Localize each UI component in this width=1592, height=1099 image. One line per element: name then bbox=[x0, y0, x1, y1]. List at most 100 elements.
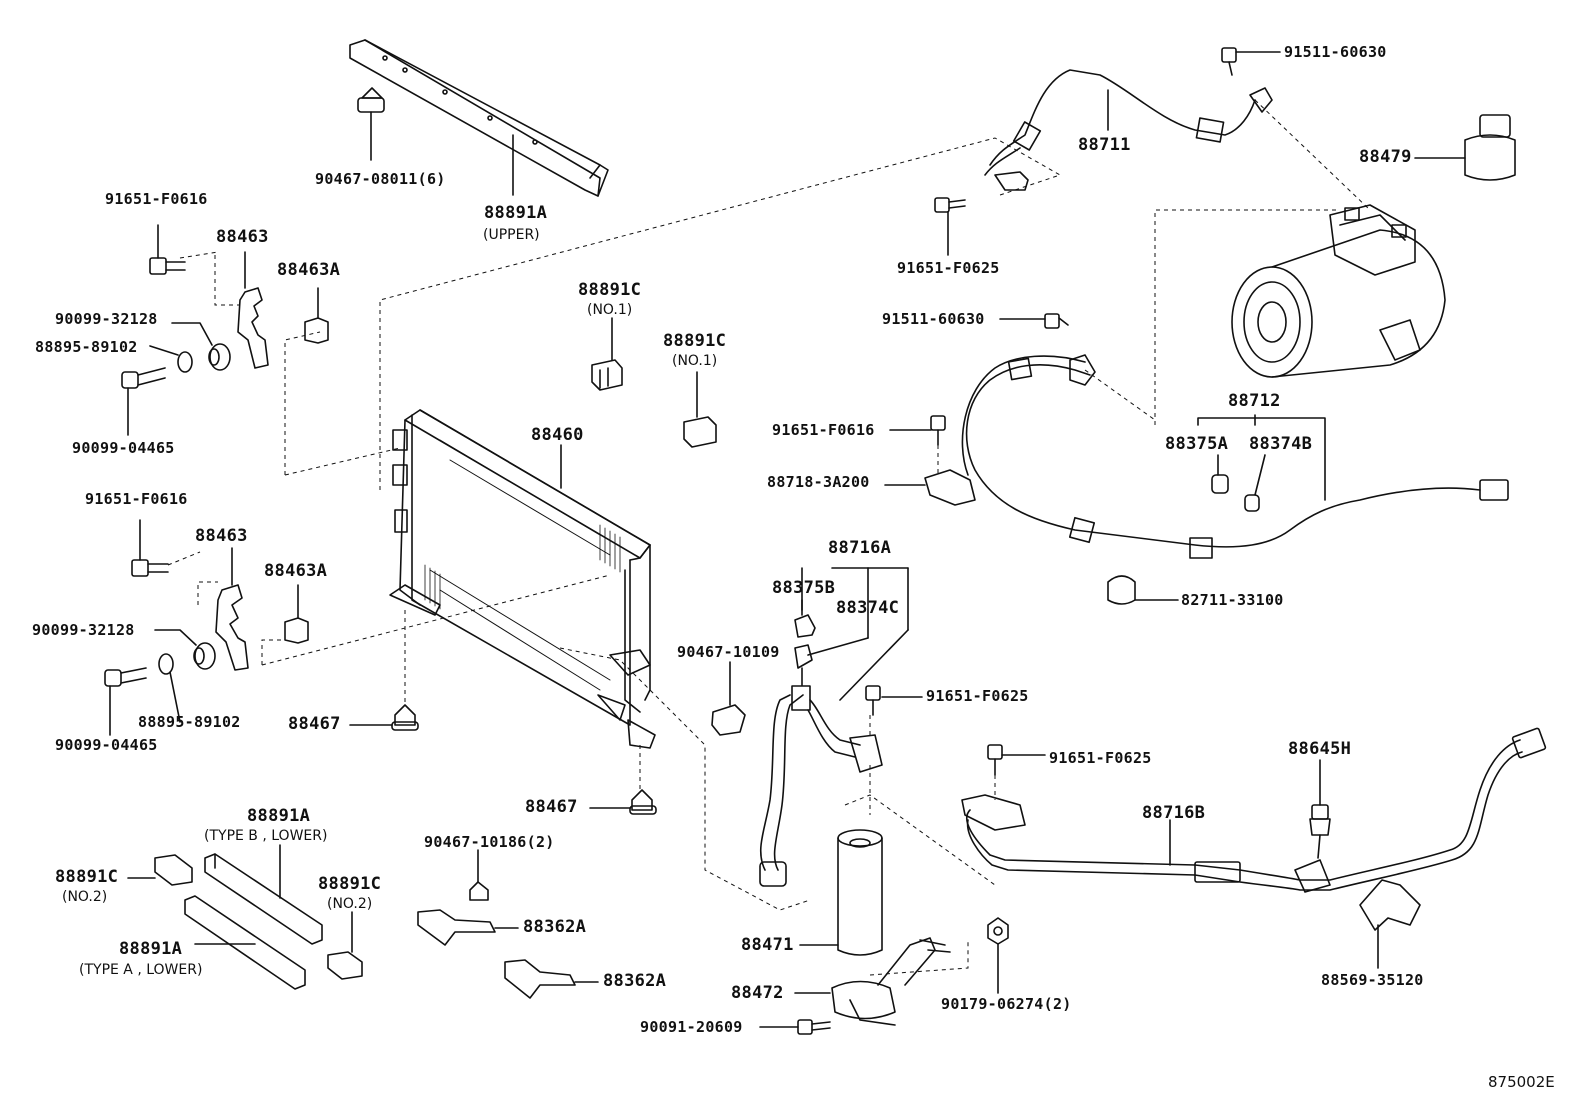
label-90099-32128-b: 90099-32128 bbox=[32, 621, 135, 639]
label-88463-a: 88463 bbox=[216, 227, 269, 247]
label-91651-F0616-c: 91651-F0616 bbox=[772, 421, 875, 439]
label-no2-b: (NO.2) bbox=[327, 896, 373, 912]
label-88891C-no2-a: 88891C bbox=[55, 867, 119, 887]
label-88891A-typeB: 88891A bbox=[247, 806, 311, 826]
label-88891C-no2-b: 88891C bbox=[318, 874, 382, 894]
label-90467-10186: 90467-10186(2) bbox=[424, 833, 555, 851]
lower-support-type-a bbox=[184, 895, 306, 990]
label-91511-60630-a: 91511-60630 bbox=[1284, 43, 1387, 61]
label-88716B: 88716B bbox=[1142, 803, 1206, 823]
label-no1-a: (NO.1) bbox=[587, 302, 633, 318]
label-91651-F0625-b: 91651-F0625 bbox=[926, 687, 1029, 705]
clip-icon bbox=[284, 584, 309, 644]
pressure-tube bbox=[961, 727, 1547, 893]
bracket-icon bbox=[417, 909, 519, 946]
condenser-core bbox=[389, 409, 656, 749]
label-88569-35120: 88569-35120 bbox=[1321, 971, 1424, 989]
label-88375A: 88375A bbox=[1165, 434, 1229, 454]
label-91651-F0625-c: 91651-F0625 bbox=[1049, 749, 1152, 767]
lower-support-type-b bbox=[204, 844, 323, 945]
bolt-icon bbox=[987, 744, 1046, 776]
receiver-bracket bbox=[794, 937, 936, 1026]
label-88471: 88471 bbox=[741, 935, 794, 955]
cap-icon bbox=[1414, 114, 1516, 181]
label-88891A-typeA: 88891A bbox=[119, 939, 183, 959]
label-typeA-note: (TYPE A , LOWER) bbox=[79, 962, 203, 978]
label-88479: 88479 bbox=[1359, 147, 1412, 167]
nut-icon bbox=[987, 917, 1009, 994]
label-88891A-upper: 88891A bbox=[484, 203, 548, 223]
label-90099-04465-a: 90099-04465 bbox=[72, 439, 175, 457]
liquid-tube bbox=[759, 567, 909, 887]
bolt-icon bbox=[919, 939, 951, 953]
o-ring-icon bbox=[794, 599, 816, 638]
label-90179-06274: 90179-06274(2) bbox=[941, 995, 1072, 1013]
label-90467-08011: 90467-08011(6) bbox=[315, 170, 446, 188]
label-90099-04465-b: 90099-04465 bbox=[55, 736, 158, 754]
push-clip-icon bbox=[357, 87, 385, 161]
clip-icon bbox=[469, 849, 489, 901]
label-88895-89102-b: 88895-89102 bbox=[138, 713, 241, 731]
block-icon bbox=[683, 371, 717, 448]
label-88645H: 88645H bbox=[1288, 739, 1352, 759]
bolt-icon bbox=[889, 415, 946, 446]
valve-icon bbox=[794, 644, 813, 686]
label-88467-a: 88467 bbox=[288, 714, 341, 734]
label-88891C-no1-a: 88891C bbox=[578, 280, 642, 300]
upper-support-bar bbox=[349, 39, 609, 197]
label-90467-10109: 90467-10109 bbox=[677, 643, 780, 661]
label-typeB-note: (TYPE B , LOWER) bbox=[204, 828, 328, 844]
receiver-dryer bbox=[799, 829, 883, 956]
label-88463A-b: 88463A bbox=[264, 561, 328, 581]
block-icon bbox=[327, 911, 363, 980]
label-91651-F0625-a: 91651-F0625 bbox=[897, 259, 1000, 277]
bracket-icon bbox=[504, 959, 599, 999]
label-88891C-no1-b: 88891C bbox=[663, 331, 727, 351]
o-ring-icon bbox=[1244, 454, 1266, 512]
bolt-icon bbox=[131, 519, 169, 577]
label-88374B: 88374B bbox=[1249, 434, 1313, 454]
bolt-icon bbox=[934, 197, 966, 256]
label-91511-60630-b: 91511-60630 bbox=[882, 310, 985, 328]
label-88718-3A200: 88718-3A200 bbox=[767, 473, 870, 491]
bolt-icon bbox=[1221, 47, 1281, 76]
label-88463-b: 88463 bbox=[195, 526, 248, 546]
label-88374C: 88374C bbox=[836, 598, 900, 618]
label-91651-F0616-b: 91651-F0616 bbox=[85, 490, 188, 508]
label-no1-b: (NO.1) bbox=[672, 353, 718, 369]
connector-icon bbox=[1359, 879, 1421, 969]
label-upper-note: (UPPER) bbox=[483, 227, 540, 243]
block-icon bbox=[127, 854, 193, 886]
clip-icon bbox=[304, 287, 329, 344]
label-88460: 88460 bbox=[531, 425, 584, 445]
o-ring-icon bbox=[1211, 454, 1229, 494]
label-90099-32128-a: 90099-32128 bbox=[55, 310, 158, 328]
label-82711-33100: 82711-33100 bbox=[1181, 591, 1284, 609]
label-88463A-a: 88463A bbox=[277, 260, 341, 280]
cushion-icon bbox=[154, 629, 216, 670]
label-88472: 88472 bbox=[731, 983, 784, 1003]
clamp-icon bbox=[884, 469, 976, 506]
pressure-switch-icon bbox=[1309, 759, 1331, 859]
grommet-icon bbox=[589, 789, 657, 815]
bolt-icon bbox=[121, 367, 166, 436]
label-88712: 88712 bbox=[1228, 391, 1281, 411]
label-88362A-a: 88362A bbox=[523, 917, 587, 937]
bracket-icon bbox=[237, 251, 269, 369]
bolt-icon bbox=[759, 1019, 831, 1035]
label-no2-a: (NO.2) bbox=[62, 889, 108, 905]
bolt-icon bbox=[149, 224, 186, 275]
bolt-icon bbox=[865, 685, 923, 716]
label-88375B: 88375B bbox=[772, 578, 836, 598]
label-88362A-b: 88362A bbox=[603, 971, 667, 991]
compressor bbox=[1231, 204, 1446, 378]
block-icon bbox=[591, 317, 623, 391]
washer-icon bbox=[149, 345, 193, 373]
bolt-icon bbox=[999, 313, 1069, 329]
discharge-hose bbox=[984, 69, 1273, 191]
grommet-icon bbox=[349, 704, 419, 731]
clamp-icon bbox=[1107, 575, 1179, 605]
label-90091-20609: 90091-20609 bbox=[640, 1018, 743, 1036]
